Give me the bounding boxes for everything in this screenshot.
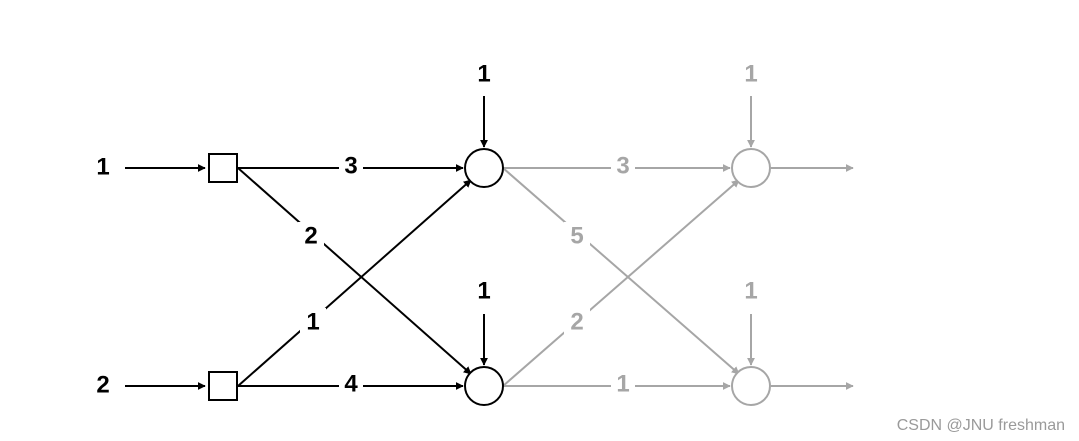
- edge-in-top-to-hidden-bottom: [237, 167, 472, 375]
- weight-label-bottom-bottom: 4: [344, 371, 358, 398]
- hidden-node-top: [464, 148, 504, 188]
- hidden-node-bottom: [464, 366, 504, 406]
- input-label-bottom: 2: [96, 372, 109, 399]
- output-node-bottom: [731, 366, 771, 406]
- weight-label-2-bottom-top: 2: [570, 309, 583, 336]
- edge-hidden-top-to-output-bottom: [502, 167, 740, 375]
- bias-label-hidden-top: 1: [477, 61, 490, 88]
- weight-label-bottom-top: 1: [306, 309, 319, 336]
- bias-label-hidden-bottom: 1: [477, 278, 490, 305]
- input-node-top: [208, 153, 238, 183]
- output-node-top: [731, 148, 771, 188]
- bias-label-output-bottom: 1: [744, 278, 757, 305]
- input-node-bottom: [208, 371, 238, 401]
- weight-label-2-bottom-bottom: 1: [616, 371, 629, 398]
- bias-label-output-top: 1: [744, 61, 757, 88]
- weight-label-2-top-top: 3: [616, 153, 629, 180]
- watermark: CSDN @JNU freshman: [896, 417, 1065, 434]
- weight-label-2-top-bottom: 5: [570, 223, 583, 250]
- weight-label-top-bottom: 2: [304, 223, 317, 250]
- edge-in-bottom-to-hidden-top: [237, 179, 472, 387]
- faded-layer: [502, 96, 854, 390]
- edge-hidden-bottom-to-output-top: [502, 179, 740, 387]
- weight-label-top-top: 3: [344, 153, 357, 180]
- input-label-top: 1: [96, 154, 109, 181]
- label-backgrounds: [298, 155, 635, 399]
